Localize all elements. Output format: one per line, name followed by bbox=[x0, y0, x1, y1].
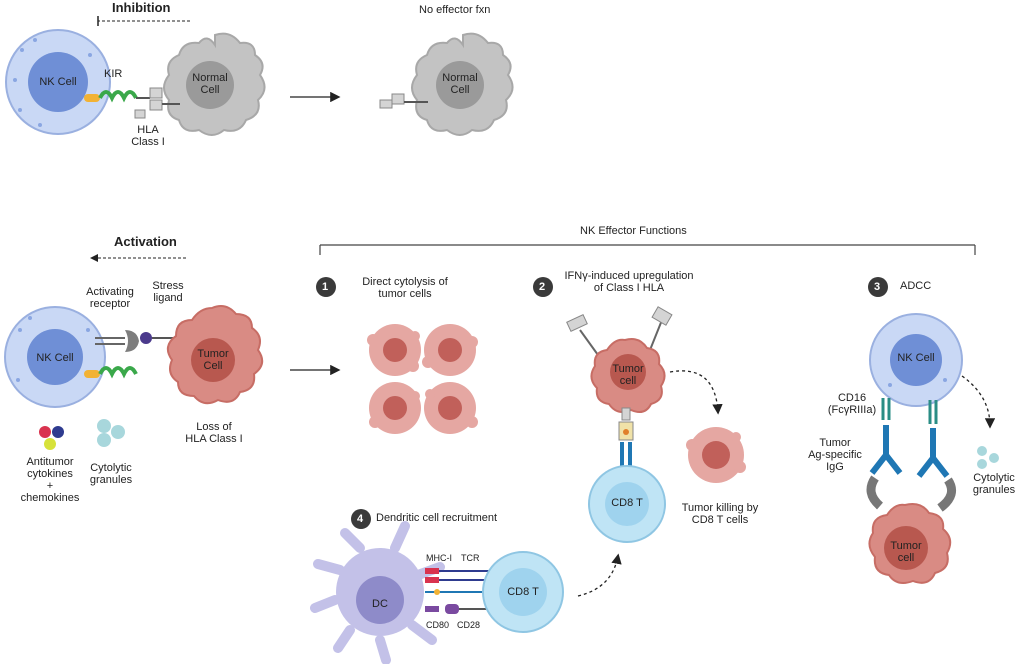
f3-granules-label: Cytolytic granules bbox=[972, 472, 1016, 496]
f4-cd80-label: CD80 bbox=[426, 620, 450, 630]
result-label: No effector fxn bbox=[419, 4, 491, 16]
f3-tumor-label: Tumor cell bbox=[890, 540, 922, 564]
f2-dotted-arrow bbox=[669, 370, 723, 415]
normal-cell-inhibition bbox=[163, 32, 266, 136]
badge-3 bbox=[868, 277, 888, 297]
cd16-receptors bbox=[881, 398, 938, 424]
stress-ligand-label: Stress ligand bbox=[152, 280, 184, 304]
badge-2 bbox=[533, 277, 553, 297]
antitumor-label: Antitumor cytokines + chemokines bbox=[20, 456, 80, 504]
nk-cell-inhibition bbox=[5, 29, 111, 135]
igg-antibodies bbox=[869, 425, 950, 478]
dc-cell bbox=[310, 521, 445, 664]
badge-4 bbox=[351, 509, 371, 529]
kir-label: KIR bbox=[104, 68, 123, 80]
f4-dotted-arrow bbox=[577, 553, 622, 597]
f3-igg-label: Tumor Ag-specific IgG bbox=[808, 437, 862, 473]
f1-label: Direct cytolysis of tumor cells bbox=[362, 276, 448, 300]
cd8-t-cell-f2 bbox=[588, 465, 666, 543]
badge-1 bbox=[316, 277, 336, 297]
cytolytic-label: Cytolytic granules bbox=[89, 462, 133, 486]
f2-tumor-label: Tumor cell bbox=[612, 363, 644, 387]
badge-2-label: 2 bbox=[539, 281, 546, 293]
activating-receptor bbox=[84, 330, 175, 379]
badge-3-label: 3 bbox=[874, 281, 881, 293]
badge-1-label: 1 bbox=[322, 281, 329, 293]
f2-label: IFNγ-induced upregulation of Class I HLA bbox=[564, 270, 694, 294]
effector-header: NK Effector Functions bbox=[580, 225, 687, 237]
f4-mhc-label: MHC-I bbox=[426, 553, 452, 563]
hla-label: HLA Class I bbox=[131, 124, 165, 148]
hla-molecule bbox=[134, 87, 180, 119]
tumor-cell-f2 bbox=[566, 306, 673, 413]
badge-4-label: 4 bbox=[357, 513, 364, 525]
f3-cd16-label: CD16 (FcγRIIIa) bbox=[827, 392, 877, 416]
tcr-f2 bbox=[618, 407, 634, 470]
granules-adcc bbox=[977, 446, 999, 469]
f2-cd8-label: CD8 T bbox=[611, 497, 643, 509]
activating-receptor-label: Activating receptor bbox=[86, 286, 134, 310]
f4-cd8-label: CD8 T bbox=[507, 586, 539, 598]
lysed-tumor-f2 bbox=[686, 427, 746, 483]
f4-tcr-label: TCR bbox=[461, 553, 480, 563]
effector-bracket bbox=[319, 244, 976, 255]
kir-receptor bbox=[84, 90, 150, 103]
nk-cell-adcc bbox=[869, 313, 963, 407]
nk-cell-activation bbox=[4, 306, 106, 408]
nk-cell-label-activation: NK Cell bbox=[36, 352, 74, 364]
inhibition-arrow bbox=[97, 16, 190, 26]
dc-cd8-synapse bbox=[425, 568, 490, 614]
f4-cd28-label: CD28 bbox=[457, 620, 481, 630]
loss-hla-label: Loss of HLA Class I bbox=[185, 421, 243, 445]
f4-label: Dendritic cell recruitment bbox=[376, 512, 498, 524]
tumor-cell-label-activation: Tumor Cell bbox=[197, 348, 229, 372]
normal-cell-result bbox=[379, 32, 514, 136]
nk-cell-label-inhibition: NK Cell bbox=[39, 76, 77, 88]
adcc-dotted-arrow bbox=[961, 375, 996, 429]
f4-dc-label: DC bbox=[372, 598, 388, 610]
activation-title: Activation bbox=[114, 234, 177, 249]
f3-nk-label: NK Cell bbox=[897, 352, 935, 364]
lysed-tumor-cells bbox=[367, 324, 478, 434]
normal-cell-result-label: Normal Cell bbox=[442, 72, 478, 96]
f2-killing-label: Tumor killing by CD8 T cells bbox=[681, 502, 759, 526]
inhibition-title: Inhibition bbox=[112, 0, 171, 15]
cytokine-dots bbox=[39, 419, 125, 450]
tumor-cell-activation bbox=[166, 305, 264, 405]
normal-cell-label: Normal Cell bbox=[192, 72, 228, 96]
tumor-antigens bbox=[866, 475, 957, 512]
cd8-t-cell-f4 bbox=[482, 551, 564, 633]
tumor-cell-adcc bbox=[868, 503, 952, 584]
f3-label: ADCC bbox=[900, 280, 932, 292]
